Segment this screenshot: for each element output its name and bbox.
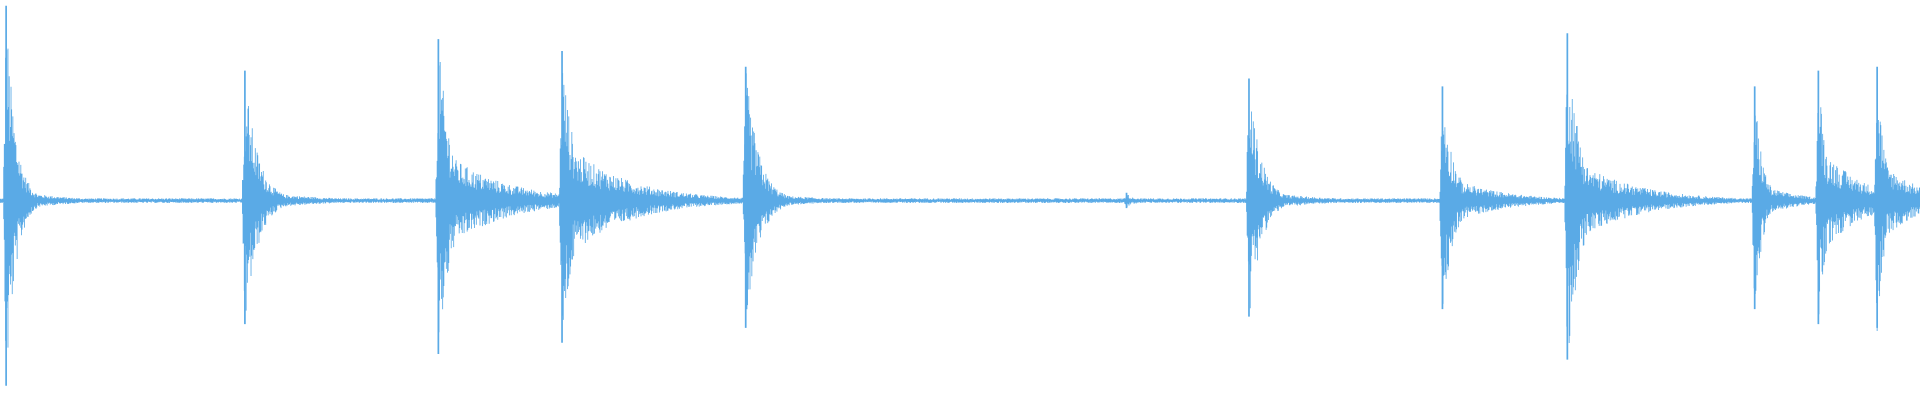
waveform-transients <box>0 5 1920 386</box>
waveform-path <box>0 48 1920 348</box>
